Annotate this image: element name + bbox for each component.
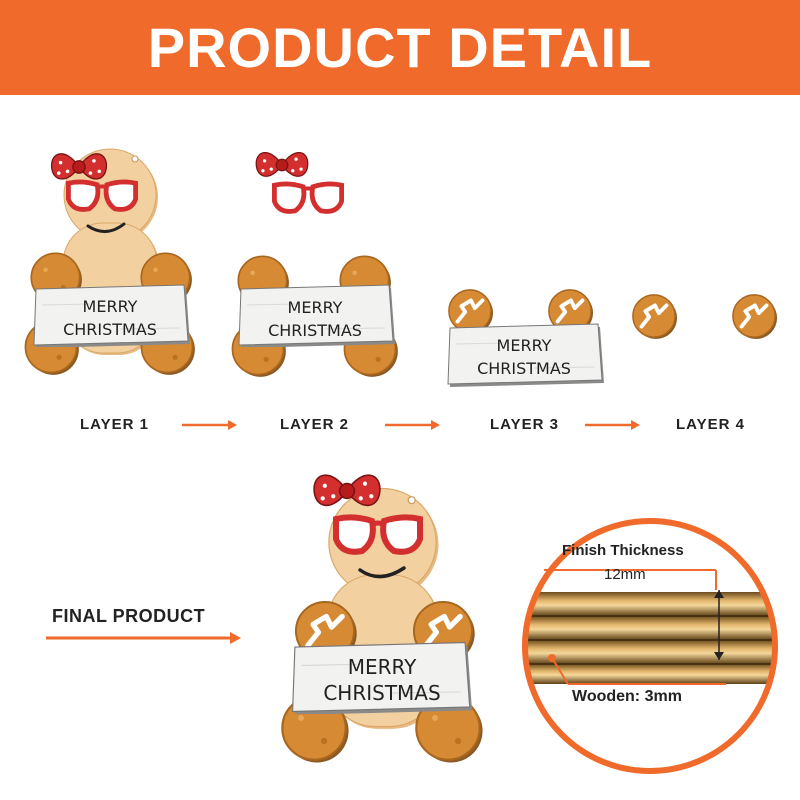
finish-thickness-label: Finish Thickness [562, 542, 684, 559]
layer-1-label: LAYER 1 [80, 416, 149, 433]
final-product-graphic: MERRY CHRISTMAS [281, 474, 484, 764]
page-title: PRODUCT DETAIL [147, 16, 653, 79]
arrow-right-icon [385, 420, 440, 430]
layer-3-graphic: MERRY CHRISTMAS [446, 287, 604, 387]
layer-2-label: LAYER 2 [280, 416, 349, 433]
layer-4-cookie-right [730, 292, 778, 340]
final-sign-line2: CHRISTMAS [323, 681, 440, 705]
arrow-right-icon [182, 420, 237, 430]
glasses-icon [268, 180, 348, 216]
layer-2-sign-line2: CHRISTMAS [268, 321, 362, 340]
thickness-diagram [522, 518, 778, 774]
final-product-label: FINAL PRODUCT [52, 606, 206, 626]
header-banner: PRODUCT DETAIL [0, 0, 800, 95]
layer-1-sign-line2: CHRISTMAS [63, 320, 157, 339]
arrow-right-icon [585, 420, 640, 430]
layer-4-cookie-left [630, 292, 678, 340]
layer-3-sign-line2: CHRISTMAS [477, 359, 571, 378]
layer-2-graphic: MERRY CHRISTMAS [231, 255, 399, 378]
wooden-thickness-label: Wooden: 3mm [572, 688, 682, 705]
final-sign-line1: MERRY [348, 655, 417, 679]
finish-thickness-value: 12mm [604, 566, 646, 583]
layer-1-sign-line1: MERRY [83, 297, 138, 316]
arrow-right-icon [46, 632, 241, 644]
layer-3-sign-line1: MERRY [497, 336, 552, 355]
layer-4-label: LAYER 4 [676, 416, 745, 433]
layer-3-label: LAYER 3 [490, 416, 559, 433]
layer-2-sign-line1: MERRY [288, 298, 343, 317]
layer-1-graphic: MERRY CHRISTMAS [24, 148, 196, 376]
